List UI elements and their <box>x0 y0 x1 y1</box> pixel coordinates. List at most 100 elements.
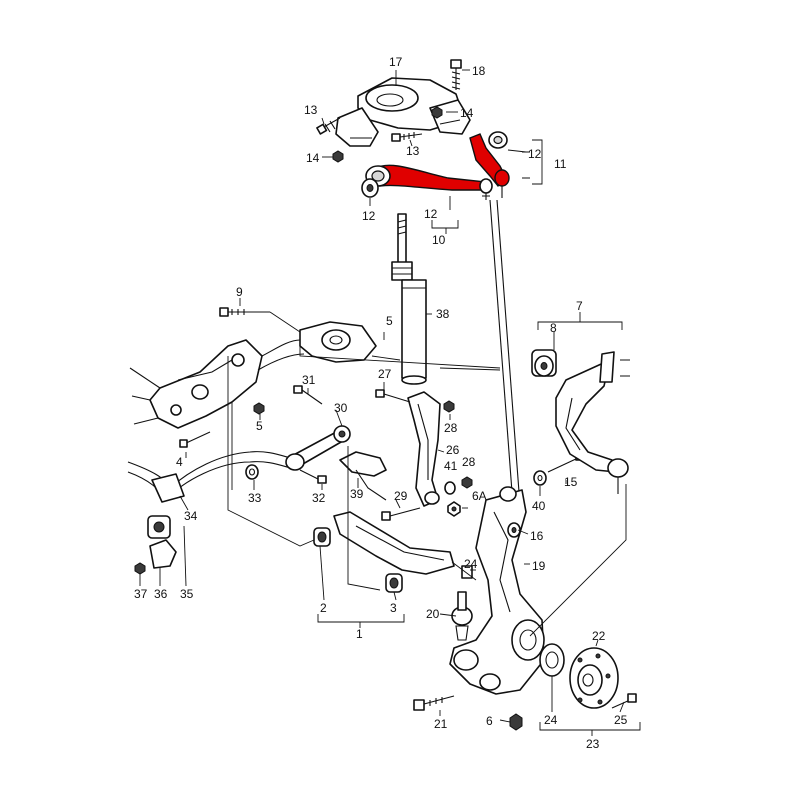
callout-40: 40 <box>532 499 546 513</box>
steering-knuckle <box>449 486 545 695</box>
callout-28: 28 <box>462 455 476 469</box>
callout-13: 13 <box>304 103 318 117</box>
shock-absorber <box>391 213 427 385</box>
callout-19: 19 <box>532 559 546 573</box>
bolt-21 <box>413 695 455 711</box>
nut-14-left <box>332 150 344 163</box>
callout-14: 14 <box>306 151 320 165</box>
washer-40 <box>533 470 547 486</box>
bolt-29 <box>381 507 421 521</box>
clamp-36 <box>149 539 177 569</box>
bolt-32 <box>299 469 327 484</box>
callout-8: 8 <box>550 321 557 335</box>
nut-6A <box>447 501 461 517</box>
callout-14: 14 <box>460 106 474 120</box>
callout-22: 22 <box>592 629 606 643</box>
callout-23: 23 <box>586 737 600 751</box>
tie-link-30 <box>285 425 351 471</box>
subframe-bracket <box>129 339 263 429</box>
callout-26: 26 <box>446 443 460 457</box>
bolt-9 <box>219 307 270 317</box>
callout-15: 15 <box>564 475 578 489</box>
bolt-4 <box>179 431 211 448</box>
upper-arm-rear-11 <box>469 131 510 198</box>
callout-28: 28 <box>444 421 458 435</box>
callout-18: 18 <box>472 64 486 78</box>
callout-7: 7 <box>576 299 583 313</box>
nut-14-right <box>431 106 443 119</box>
nut-24-upper <box>461 565 473 579</box>
bushing-16 <box>507 522 521 538</box>
callout-3: 3 <box>390 601 397 615</box>
callout-5: 5 <box>386 314 393 328</box>
callout-38: 38 <box>436 307 450 321</box>
callout-11: 11 <box>554 157 567 171</box>
callout-4: 4 <box>176 455 183 469</box>
leader-lines <box>139 69 627 723</box>
arm-end-joint <box>607 458 629 494</box>
callout-20: 20 <box>426 607 440 621</box>
callout-27: 27 <box>378 367 392 381</box>
washer-33 <box>245 464 259 480</box>
callout-31: 31 <box>302 373 316 387</box>
callout-17: 17 <box>389 55 403 69</box>
group-brackets <box>317 139 641 736</box>
callout-29: 29 <box>394 489 408 503</box>
bolt-13-center <box>391 132 423 142</box>
hub-bolt-25 <box>611 693 637 709</box>
callout-25: 25 <box>614 713 628 727</box>
callout-12: 12 <box>362 209 376 223</box>
top-mount-bolt <box>450 59 462 90</box>
nut-28-mid <box>461 476 473 489</box>
hub-bearing-24 <box>539 643 565 677</box>
callout-30: 30 <box>334 401 348 415</box>
lower-control-arm <box>333 511 455 575</box>
long-link-rod <box>489 199 520 493</box>
sensor-link-39 <box>339 451 387 501</box>
washer-41 <box>444 481 456 495</box>
callout-9: 9 <box>236 285 243 299</box>
callout-labels: 17 18 13 14 13 14 12 11 12 12 10 9 5 38 … <box>134 55 628 751</box>
nut-37 <box>134 562 146 575</box>
callout-5: 5 <box>256 419 263 433</box>
callout-41: 41 <box>444 459 458 473</box>
nut-6 <box>509 713 523 731</box>
callout-35: 35 <box>180 587 194 601</box>
bolt-27 <box>375 389 411 403</box>
callout-34: 34 <box>184 509 198 523</box>
anti-roll-bar-bushing-35 <box>147 515 171 539</box>
callout-24: 24 <box>544 713 558 727</box>
callout-2: 2 <box>320 601 327 615</box>
callout-1: 1 <box>356 627 363 641</box>
callout-39: 39 <box>350 487 364 501</box>
callout-21: 21 <box>434 717 448 731</box>
anti-roll-bar <box>127 451 299 503</box>
bushing-12-upper <box>599 351 615 383</box>
callout-24: 24 <box>464 557 478 571</box>
strut-fork-26 <box>407 391 441 507</box>
bushing-3 <box>385 573 403 593</box>
nut-28-top <box>443 400 455 413</box>
nut-5-subframe <box>253 402 265 415</box>
callout-13: 13 <box>406 144 420 158</box>
ball-joint-20 <box>451 591 473 641</box>
callout-10: 10 <box>432 233 446 247</box>
callout-12: 12 <box>528 147 542 161</box>
wheel-hub-22 <box>569 647 619 709</box>
subframe-mount-right <box>257 321 377 371</box>
upper-arm-front-red <box>375 164 492 191</box>
bolt-31 <box>293 385 323 405</box>
bolt-13-left <box>316 117 341 135</box>
bushing-8 <box>531 349 557 377</box>
bushing-2 <box>313 527 331 547</box>
callout-12: 12 <box>424 207 438 221</box>
callout-37: 37 <box>134 587 148 601</box>
callout-36: 36 <box>154 587 168 601</box>
callout-32: 32 <box>312 491 326 505</box>
callout-6: 6 <box>486 714 493 728</box>
callout-16: 16 <box>530 529 544 543</box>
callout-6A: 6A <box>472 489 487 503</box>
upper-arm-front-10 <box>361 164 493 200</box>
